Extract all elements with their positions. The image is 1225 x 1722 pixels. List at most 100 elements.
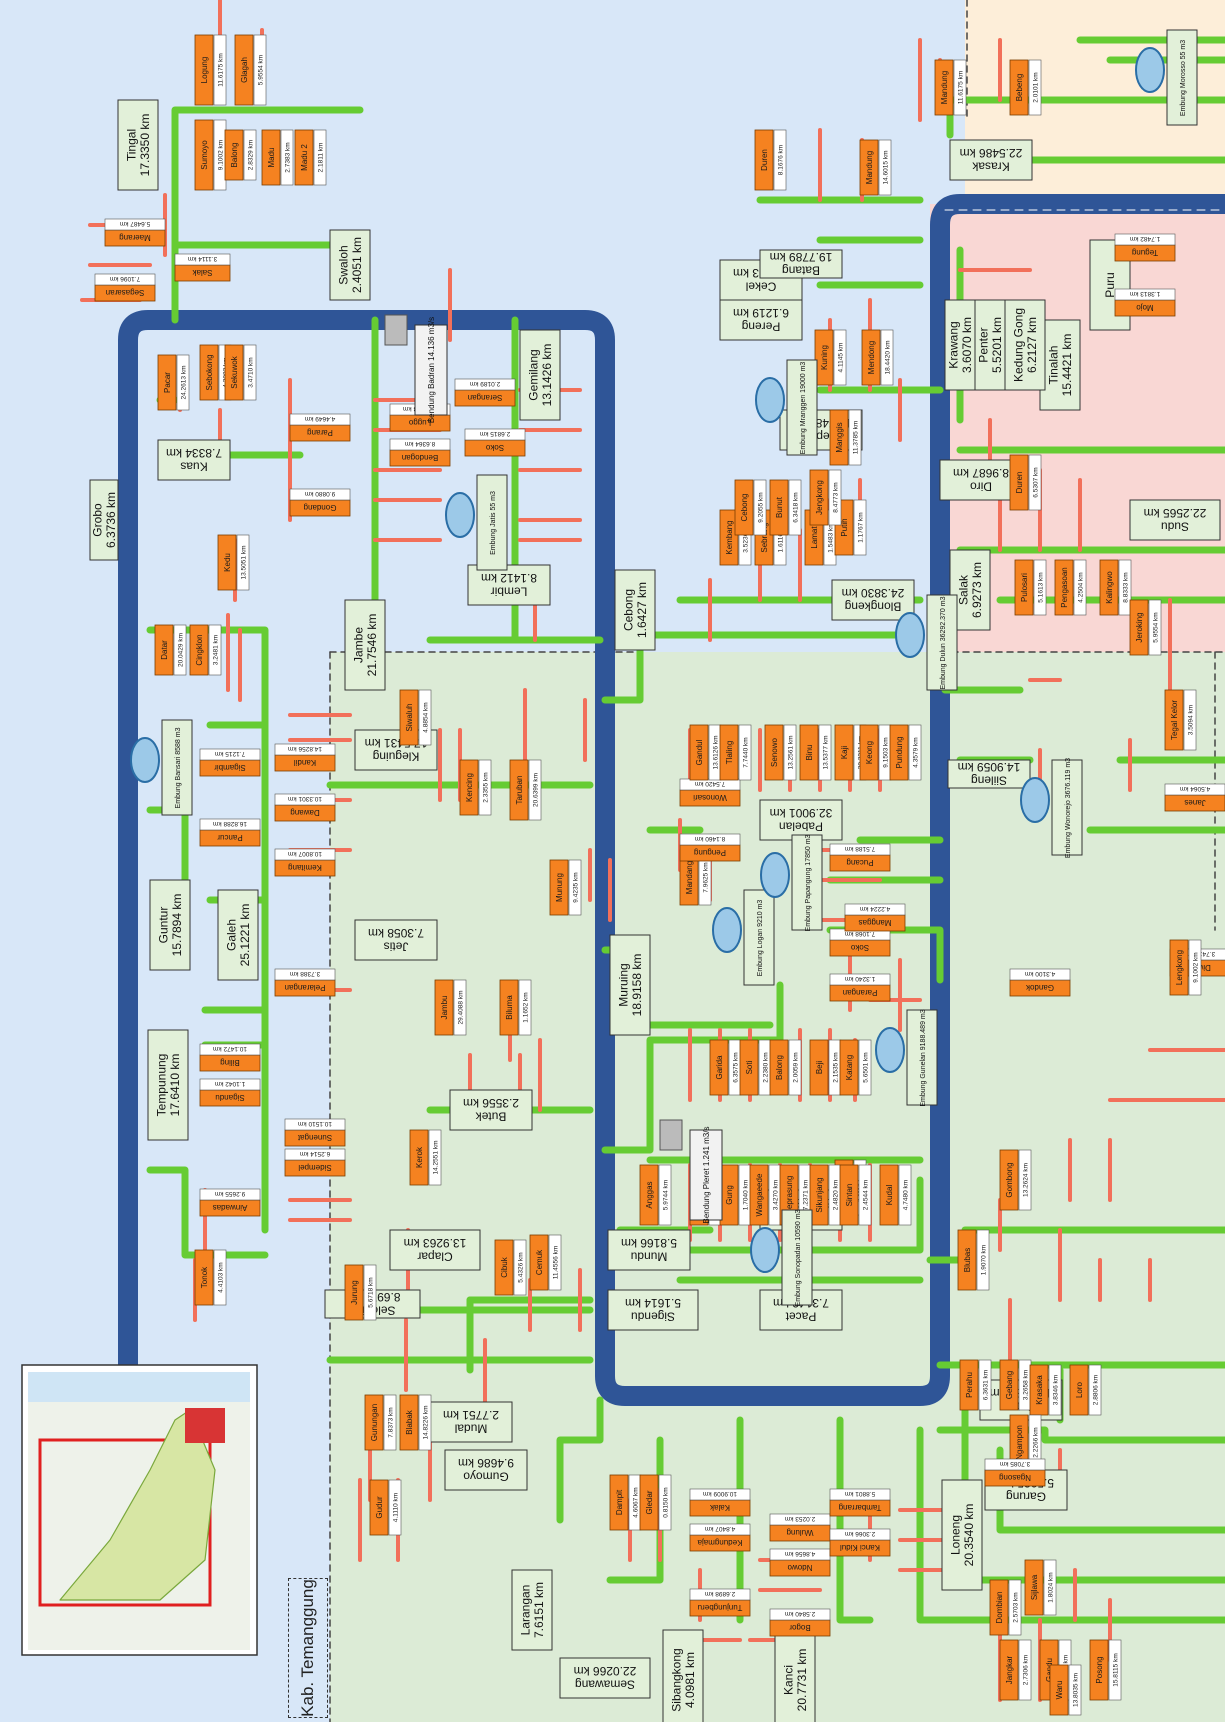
- label-text: 22.5486 km: [960, 146, 1023, 160]
- label-text: 13.9263 km: [404, 1236, 467, 1250]
- label-text: 14.9059 km: [958, 760, 1021, 774]
- label-text: Sibangkong: [670, 1648, 684, 1711]
- label-text: Krawang: [947, 321, 961, 368]
- label-text: 20.7731 km: [795, 1649, 809, 1712]
- branch-name: Tambarrang: [839, 1503, 882, 1512]
- branch-label: Jengkong8.4773 km: [810, 470, 841, 525]
- branch-name: Senowo: [770, 738, 779, 767]
- branch-length: 2.7306 km: [1023, 1655, 1030, 1685]
- branch-length: 5.6487 km: [120, 220, 150, 227]
- label-text: Larangan: [519, 1585, 533, 1636]
- branch-length: 11.6175 km: [218, 53, 225, 86]
- branch-length: 2.4820 km: [833, 1180, 840, 1210]
- branch-label: Sijlawa1.8024 km: [1025, 1560, 1056, 1615]
- branch-length: 4.2224 km: [860, 905, 890, 912]
- branch-name: Mandung: [940, 71, 949, 104]
- branch-length: 1.3813 km: [1130, 290, 1160, 297]
- weir-icon: [660, 1120, 682, 1150]
- branch-label: Krasaka3.8346 km: [1030, 1365, 1061, 1415]
- branch-length: 6.5307 km: [1033, 467, 1040, 497]
- branch-name: Pucang: [846, 858, 873, 867]
- branch-label: Sekuwok3.4710 km: [225, 345, 256, 400]
- branch-name: Kalingwo: [1105, 571, 1114, 604]
- branch-length: 2.7383 km: [285, 142, 292, 172]
- branch-label: Siwaluh4.8854 km: [400, 690, 431, 745]
- branch-name: Gunungan: [370, 1404, 379, 1441]
- branch-length: 0.8150 km: [663, 1487, 670, 1517]
- branch-label: Biluma1.1652 km: [500, 980, 531, 1035]
- label-text: 5.8166 km: [621, 1236, 677, 1250]
- branch-name: Cibuk: [500, 1256, 509, 1277]
- branch-length: 4.8854 km: [423, 702, 430, 732]
- branch-label: Segasaran7.1096 km: [95, 274, 155, 301]
- branch-label: Soko7.1068 km: [830, 929, 890, 956]
- label-text: 7.8334 km: [166, 446, 222, 460]
- branch-name: Munung: [555, 873, 564, 902]
- branch-length: 8.6364 km: [405, 440, 435, 447]
- canal-label: Tempunung17.6410 km: [148, 1030, 188, 1140]
- branch-name: Pelarangan: [285, 983, 326, 992]
- branch-name: Wulung: [787, 1528, 814, 1537]
- branch-label: Sunengat10.1510 km: [285, 1119, 345, 1146]
- branch-label: Gudur4.1110 km: [370, 1480, 401, 1535]
- branch-label: Jangkar2.7306 km: [1000, 1640, 1031, 1700]
- branch-name: Tlaling: [725, 741, 734, 765]
- branch-name: Kencing: [465, 773, 474, 802]
- branch-length: 4.1110 km: [393, 1493, 400, 1522]
- branch-name: Jambu: [440, 995, 449, 1019]
- branch-label: Gung1.7040 km: [720, 1165, 751, 1225]
- branch-length: 2.6815 km: [480, 430, 510, 437]
- branch-name: Tegal Kelor: [1170, 700, 1179, 740]
- branch-label: Sikunjang2.4820 km: [810, 1165, 841, 1225]
- branch-name: Ndowo: [787, 1563, 812, 1572]
- label-text: Galeh: [225, 919, 239, 951]
- label-text: 8.1412 km: [481, 571, 537, 585]
- branch-length: 5.9554 km: [1153, 612, 1160, 642]
- label-text: Pacet: [785, 1309, 816, 1323]
- label-text: Clapar: [417, 1249, 452, 1263]
- label-text: 22.2565 km: [1144, 506, 1207, 520]
- branch-name: Tegung: [1132, 248, 1158, 257]
- branch-name: Bendogan: [402, 453, 438, 462]
- branch-length: 2.2380 km: [763, 1052, 770, 1082]
- branch-name: Sijlawa: [1030, 1574, 1039, 1600]
- branch-label: Gledar0.8150 km: [640, 1475, 671, 1530]
- branch-length: 5.8801 km: [845, 1490, 875, 1497]
- canal-label: Galeh25.1221 km: [218, 890, 258, 980]
- branch-name: Soti: [745, 1060, 754, 1074]
- canal-label: Grobo6.3736 km: [90, 480, 118, 560]
- branch-label: Glagah5.9554 km: [235, 35, 266, 105]
- branch-label: Sumoyo9.1002 km: [195, 120, 226, 190]
- reservoir-name: Embung Dulun 36292.370 m3: [940, 596, 947, 689]
- branch-name: Maerang: [119, 233, 151, 242]
- branch-length: 10.1472 km: [213, 1045, 247, 1052]
- branch-label: Bebeng2.0101 km: [1010, 60, 1041, 115]
- inset-district: [185, 1408, 225, 1443]
- canal-label: Guntur15.7894 km: [150, 880, 190, 970]
- canal-label: Jetis7.3058 km: [355, 920, 437, 960]
- canal-label: Semawang22.0266 km: [560, 1658, 650, 1698]
- canal-label: Jambe21.7546 km: [345, 600, 385, 690]
- branch-name: Sigambir: [214, 763, 246, 772]
- branch-label: Pacar24.2613 km: [158, 355, 189, 410]
- branch-length: 4.5064 km: [1180, 785, 1210, 792]
- branch-name: Parangan: [843, 988, 878, 997]
- branch-name: Pengung: [694, 848, 726, 857]
- branch-name: Cebong: [740, 493, 749, 521]
- branch-name: Putih: [840, 518, 849, 536]
- branch-length: 1.7482 km: [1130, 235, 1160, 242]
- branch-name: Glagah: [240, 57, 249, 83]
- branch-name: Blabak: [405, 1409, 414, 1434]
- label-text: Loneng: [949, 1515, 963, 1555]
- branch-length: 9.0880 km: [305, 490, 335, 497]
- reservoir-icon: [896, 613, 924, 657]
- branch-length: 5.4326 km: [518, 1252, 525, 1282]
- branch-length: 10.9009 km: [703, 1490, 737, 1497]
- reservoir-name: Embung Sonopadan 10590 m3: [795, 1209, 802, 1306]
- branch-length: 4.3579 km: [913, 737, 920, 767]
- branch-length: 11.3785 km: [853, 421, 860, 454]
